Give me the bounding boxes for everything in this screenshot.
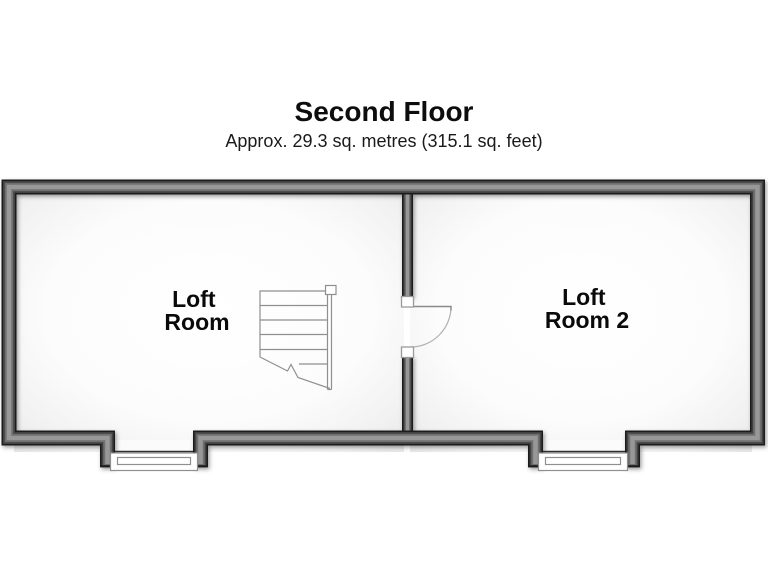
perimeter-wall: [1, 179, 765, 468]
room-floor-loft-room: [14, 192, 404, 452]
room-label-loft-room: Loft Room: [164, 286, 229, 335]
page-subtitle: Approx. 29.3 sq. metres (315.1 sq. feet): [225, 131, 543, 151]
stair-rail: [326, 294, 333, 391]
stair-break-line: [259, 356, 331, 390]
door-jamb-bottom: [400, 346, 415, 359]
door-swing-arc: [410, 306, 452, 348]
door-leaf: [413, 305, 452, 311]
room-label-loft-room-2: Loft Room 2: [545, 284, 629, 333]
stair-newel-post: [324, 284, 337, 296]
window-symbol-left: [109, 450, 199, 472]
staircase-symbol: [259, 284, 337, 391]
room-floor-loft-room-2: [410, 192, 752, 452]
stair-treads: [260, 304, 328, 365]
walls-group: [1, 179, 765, 468]
plan-header: Second Floor Approx. 29.3 sq. metres (31…: [0, 96, 768, 152]
door-jamb-top: [400, 295, 415, 308]
page-title: Second Floor: [294, 96, 474, 127]
window-symbol-right: [537, 450, 629, 472]
door-symbol: [400, 295, 452, 359]
